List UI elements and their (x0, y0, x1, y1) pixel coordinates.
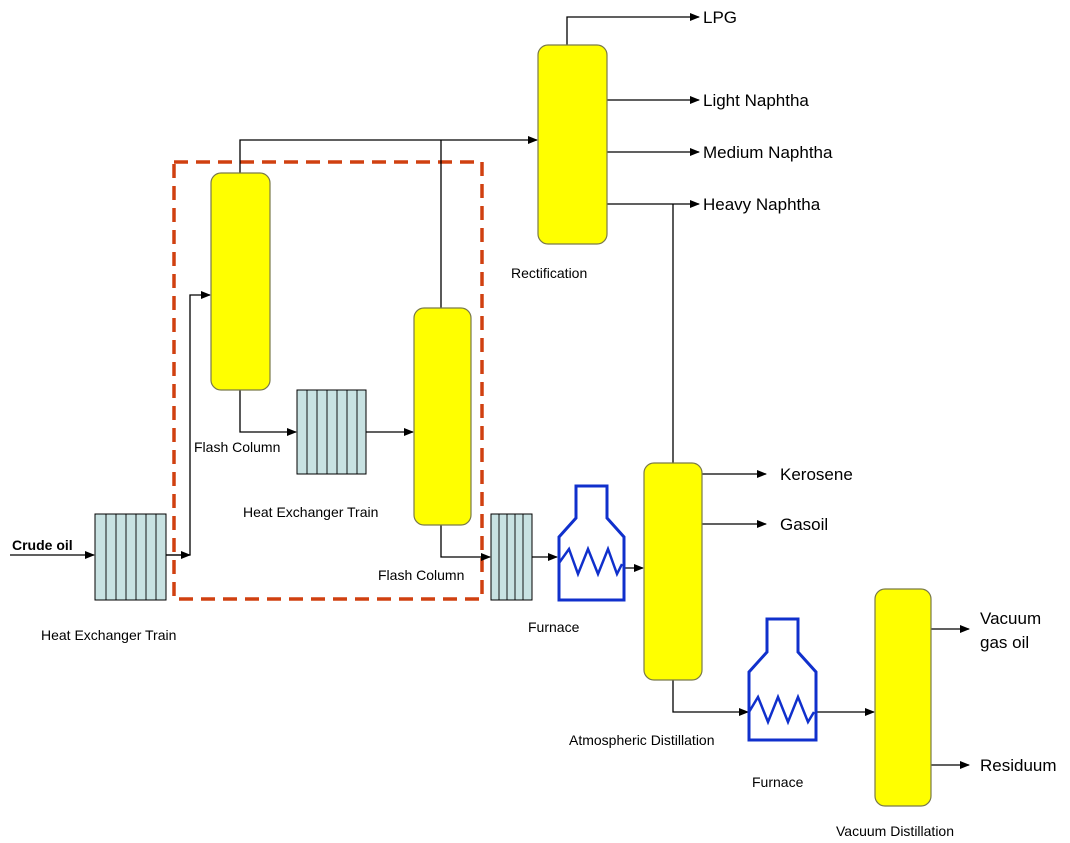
furnace-1-icon (557, 484, 626, 602)
crude-oil-label: Crude oil (12, 537, 73, 553)
heat-exchanger-2 (296, 389, 367, 475)
furnace-1-label: Furnace (528, 619, 580, 635)
rectification-label: Rectification (511, 265, 587, 281)
flash-column-1-label: Flash Column (194, 439, 280, 455)
heavy-naphtha-label: Heavy Naphtha (703, 195, 821, 214)
vacuum-gas-oil-label-line1: Vacuum (980, 609, 1041, 628)
flash2-to-hx3-line (440, 525, 491, 561)
vacuum-gas-oil-label-line2: gas oil (980, 633, 1029, 652)
lpg-line (566, 13, 700, 45)
heat-exchanger-train-2-label: Heat Exchanger Train (243, 504, 378, 520)
vacuum-distillation-label: Vacuum Distillation (836, 823, 954, 839)
heat-exchanger-1 (94, 513, 167, 601)
columns (210, 44, 932, 807)
flash-column-1 (210, 172, 271, 391)
flow-lines (10, 13, 970, 769)
residuum-label: Residuum (980, 756, 1057, 775)
vacuum-distillation-column (874, 588, 932, 807)
atm-to-furnace2-line (672, 680, 749, 716)
furnace-2-icon (747, 617, 818, 742)
heat-exchanger-3 (490, 513, 533, 601)
medium-naphtha-label: Medium Naphtha (703, 143, 833, 162)
gasoil-label: Gasoil (780, 515, 828, 534)
atmospheric-distillation-column (643, 462, 703, 681)
flash-column-2 (413, 307, 472, 526)
flash1-vapor-line (239, 136, 538, 173)
flash-column-2-label: Flash Column (378, 567, 464, 583)
flash-section-boundary (172, 160, 484, 601)
lpg-label: LPG (703, 8, 737, 27)
atmospheric-distillation-label: Atmospheric Distillation (569, 732, 715, 748)
kerosene-label: Kerosene (780, 465, 853, 484)
rectification-column (537, 44, 608, 245)
light-naphtha-label: Light Naphtha (703, 91, 809, 110)
furnace-2-label: Furnace (752, 774, 804, 790)
heat-exchanger-train-1-label: Heat Exchanger Train (41, 627, 176, 643)
flash1-to-hx2-line (239, 390, 297, 436)
